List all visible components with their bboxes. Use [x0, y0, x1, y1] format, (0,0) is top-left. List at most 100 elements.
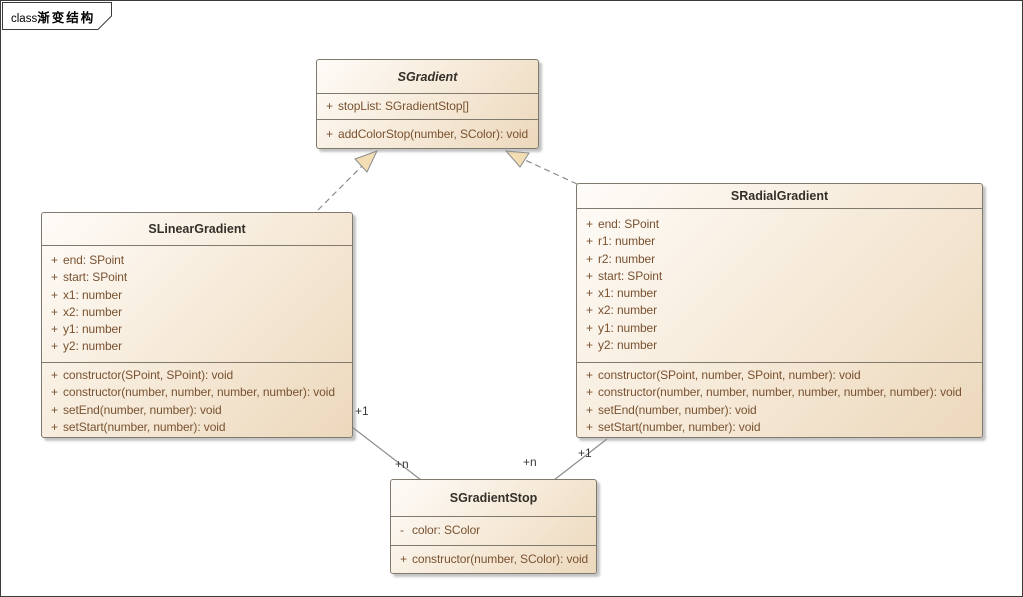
- association-connector-linear-to-stop[interactable]: [351, 426, 422, 481]
- attribute-row: +x2: number: [577, 302, 982, 319]
- visibility-marker: +: [51, 385, 58, 400]
- member-text: r2: number: [598, 251, 656, 266]
- visibility-marker: -: [400, 523, 404, 537]
- attribute-row: + y1: number: [577, 320, 982, 337]
- realization-connector-linear-to-gradient[interactable]: [317, 150, 378, 211]
- attribute-row: + y2: number: [42, 338, 352, 355]
- attribute-row: + x2: number: [42, 304, 352, 321]
- member-text: y2: number: [63, 339, 123, 354]
- member-text: setEnd(number, number): void: [63, 402, 222, 417]
- methods-compartment: + constructor(SPoint, number, SPoint, num…: [577, 363, 982, 436]
- member-text: x1: number: [598, 286, 658, 301]
- visibility-marker: +: [51, 322, 58, 337]
- visibility-marker: +: [51, 253, 58, 267]
- realization-connector-radial-to-gradient[interactable]: [504, 150, 578, 185]
- attribute-row: + start: SPoint: [42, 269, 352, 286]
- class-box-sgradient[interactable]: SGradient + stopList: SGradientStop[] + …: [316, 59, 539, 149]
- diagram-frame-tab[interactable]: class渐变结构: [2, 2, 124, 32]
- visibility-marker: +: [586, 338, 593, 353]
- tab-shape-icon: [2, 2, 112, 30]
- method-row: + constructor(number, number, number, num…: [577, 384, 982, 401]
- attributes-compartment: - color: SColor: [391, 517, 596, 546]
- visibility-marker: +: [586, 286, 593, 301]
- generalization-arrow-icon: [354, 150, 378, 173]
- method-row: + setEnd(number, number): void: [577, 402, 982, 419]
- visibility-marker: +: [51, 419, 58, 434]
- class-box-sgradientstop[interactable]: SGradientStop - color: SColor + construc…: [390, 479, 597, 574]
- class-box-sradialgradient[interactable]: SRadialGradient +end: SPoint +r1: number…: [576, 183, 983, 438]
- visibility-marker: +: [326, 127, 333, 141]
- member-text: setStart(number, number): void: [63, 419, 226, 434]
- method-row: + constructor(SPoint, number, SPoint, num…: [577, 367, 982, 384]
- attributes-compartment: +end: SPoint +start: SPoint +x1: number …: [42, 246, 352, 363]
- visibility-marker: +: [400, 552, 407, 566]
- member-text: stopList: SGradientStop[]: [338, 99, 469, 113]
- visibility-marker: +: [51, 287, 58, 302]
- multiplicity-label: +1: [578, 446, 592, 460]
- attribute-row: +end: SPoint: [577, 216, 982, 233]
- class-title: SRadialGradient: [577, 184, 982, 209]
- methods-compartment: + constructor(number, SColor): void: [391, 546, 596, 568]
- member-text: constructor(SPoint, number, SPoint, numb…: [598, 368, 861, 382]
- visibility-marker: +: [586, 268, 593, 283]
- attribute-row: + x1: number: [577, 285, 982, 302]
- member-text: start: SPoint: [63, 270, 128, 285]
- visibility-marker: +: [51, 339, 58, 354]
- method-row: + addColorStop(number, SColor): void: [317, 126, 538, 143]
- attribute-row: + stopList: SGradientStop[]: [317, 98, 538, 115]
- attribute-row: +r1: number: [577, 233, 982, 250]
- class-box-slineargradient[interactable]: SLinearGradient + end: SPoint + start: SPo…: [41, 212, 353, 438]
- method-row: + constructor(SPoint, SPoint): void: [42, 367, 352, 384]
- method-row: + constructor(number, number, number, num…: [42, 384, 352, 401]
- method-row: + setStart(number, number): void: [42, 419, 352, 436]
- class-title: SLinearGradient: [42, 213, 352, 246]
- attributes-compartment: + stopList: SGradientStop[]: [317, 94, 538, 120]
- member-text: r1: number: [598, 234, 656, 249]
- member-text: addColorStop(number, SColor): void: [338, 127, 529, 141]
- visibility-marker: +: [51, 270, 58, 285]
- visibility-marker: +: [51, 368, 58, 382]
- member-text: x2: number: [63, 304, 123, 319]
- attribute-row: +y2: number: [577, 337, 982, 354]
- member-text: start: SPoint: [598, 268, 663, 283]
- attribute-row: + y1: number: [42, 321, 352, 338]
- attribute-row: + r2: number: [577, 251, 982, 268]
- visibility-marker: +: [586, 419, 593, 434]
- multiplicity-label: +1: [355, 404, 369, 418]
- visibility-marker: +: [586, 402, 593, 417]
- association-connector-radial-to-stop[interactable]: [553, 438, 608, 481]
- member-text: constructor(number, SColor): void: [412, 552, 589, 566]
- member-text: color: SColor: [412, 523, 481, 537]
- tab-label: class渐变结构: [11, 7, 95, 27]
- member-text: setEnd(number, number): void: [598, 402, 757, 417]
- member-text: x2: number: [598, 303, 658, 318]
- attribute-row: + start: SPoint: [577, 268, 982, 285]
- visibility-marker: +: [326, 99, 333, 113]
- visibility-marker: +: [51, 402, 58, 417]
- method-row: + constructor(number, SColor): void: [391, 551, 596, 568]
- member-text: constructor(SPoint, SPoint): void: [63, 368, 234, 382]
- multiplicity-label: +n: [395, 457, 409, 471]
- method-row: + setEnd(number, number): void: [42, 402, 352, 419]
- member-text: y1: number: [598, 320, 658, 335]
- member-text: constructor(number, number, number, numb…: [63, 385, 335, 400]
- methods-compartment: + addColorStop(number, SColor): void: [317, 120, 538, 143]
- visibility-marker: +: [586, 368, 593, 382]
- attribute-row: + end: SPoint: [42, 252, 352, 269]
- visibility-marker: +: [586, 385, 593, 400]
- visibility-marker: +: [586, 251, 593, 266]
- member-text: end: SPoint: [63, 253, 124, 267]
- visibility-marker: +: [51, 304, 58, 319]
- attribute-row: + x1: number: [42, 287, 352, 304]
- member-text: constructor(number, number, number, numb…: [598, 385, 962, 400]
- member-text: x1: number: [63, 287, 123, 302]
- tab-title: 渐变结构: [37, 11, 96, 25]
- member-text: y1: number: [63, 322, 123, 337]
- visibility-marker: +: [586, 320, 593, 335]
- member-text: setStart(number, number): void: [598, 419, 761, 434]
- class-title: SGradient: [317, 60, 538, 94]
- class-title: SGradientStop: [391, 480, 596, 517]
- attribute-row: - color: SColor: [391, 522, 596, 539]
